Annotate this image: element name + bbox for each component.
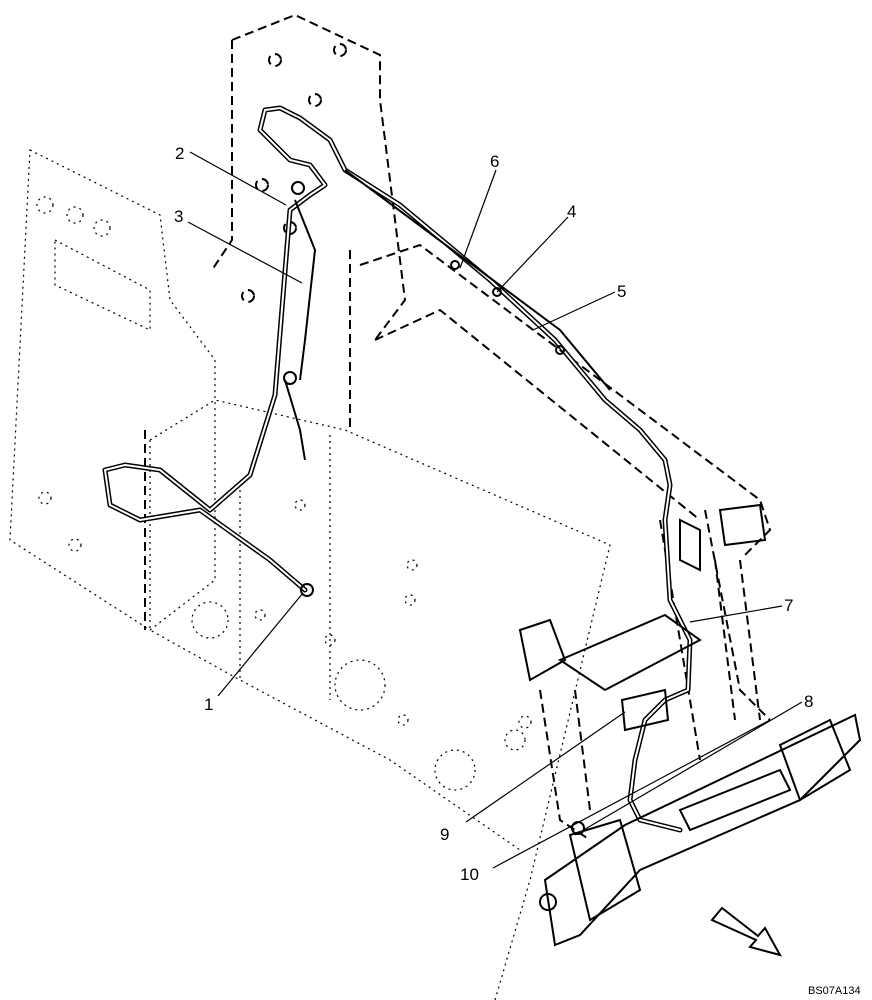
callout-7: 7 [784, 596, 793, 615]
valve-block [518, 503, 767, 732]
callout-8: 8 [804, 692, 813, 711]
callout-5: 5 [617, 282, 626, 301]
lift-cylinders [539, 559, 761, 841]
callout-3: 3 [174, 207, 183, 226]
hydraulic-hoses [102, 105, 693, 833]
callout-6: 6 [490, 152, 499, 171]
lift-arm [359, 243, 772, 761]
callout-10: 10 [460, 865, 479, 884]
attachment-coupler [539, 713, 862, 947]
loader-tower [144, 13, 407, 630]
callout-labels: 1 2 3 4 5 6 7 8 9 10 [174, 144, 813, 884]
callout-9: 9 [440, 825, 449, 844]
drawing-code: BS07A134 [808, 985, 861, 997]
callout-1: 1 [204, 695, 213, 714]
direction-arrow-icon [710, 906, 783, 957]
callout-4: 4 [567, 202, 576, 221]
left-frame-plate [9, 149, 216, 631]
machine-frame [149, 399, 611, 1000]
leader-lines [187, 151, 803, 869]
callout-2: 2 [175, 144, 184, 163]
